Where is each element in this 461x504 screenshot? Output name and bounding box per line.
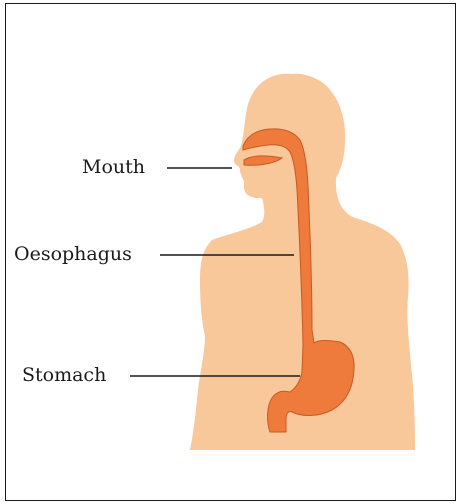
oesophagus-label: Oesophagus [14, 243, 132, 265]
mouth-label: Mouth [82, 156, 145, 178]
stomach-label: Stomach [22, 364, 106, 386]
